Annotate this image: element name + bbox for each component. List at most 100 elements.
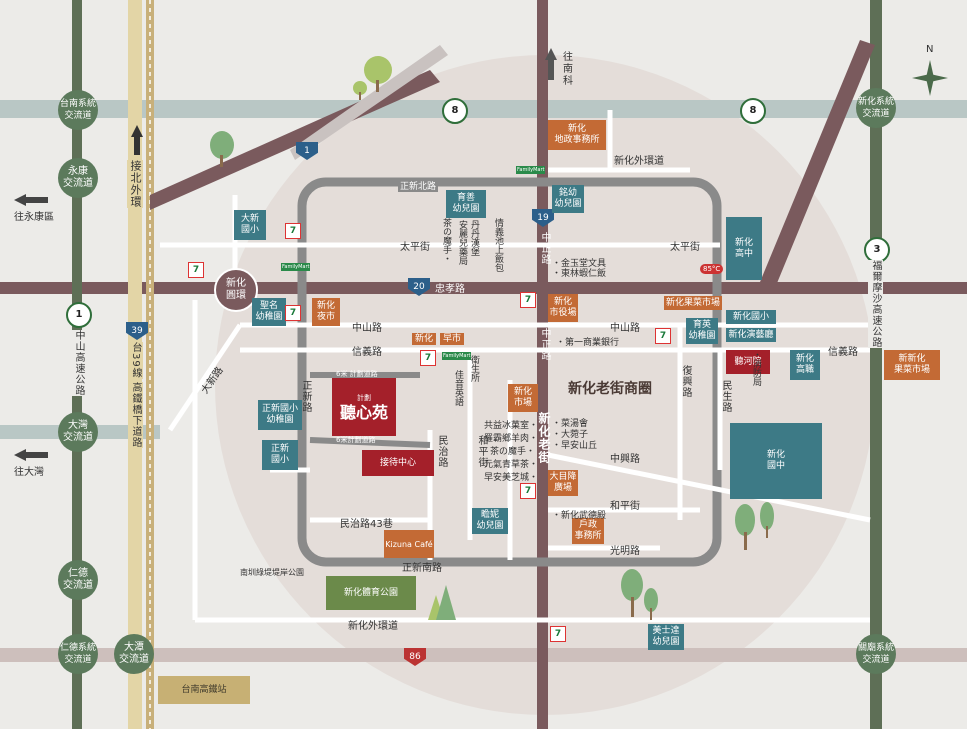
road-diagonal-ne — [760, 40, 875, 288]
xinhua-market-plaza: 新化果菜市場 — [664, 296, 722, 310]
road-zhongxing: 中興路 — [610, 454, 640, 465]
road-xinbei: 正新北路 — [398, 179, 439, 192]
xinhua-vocational: 新化 高職 — [790, 350, 820, 380]
xinhua-elementary: 新化國小 — [726, 310, 776, 324]
xinhua-hall: 新化演藝廳 — [726, 328, 776, 342]
poi-luoba: 羅霸鄉羊肉・ — [484, 434, 539, 444]
poi-jiayin: 佳音英語 — [453, 370, 463, 406]
road-diagonal-nw2 — [290, 45, 448, 160]
interchange-tainan-system: 台南系統 交流道 — [58, 90, 98, 130]
interchange-dawan: 大灣 交流道 — [58, 412, 98, 452]
road-taiping-w: 太平街 — [400, 242, 430, 253]
road-tai39: 台39線 — [128, 342, 143, 379]
road-zhengxin: 正新路 — [300, 380, 311, 413]
highway-39-shield: 39 — [126, 322, 148, 340]
interchange-rende-system: 仁德系統 交流道 — [58, 634, 98, 674]
convenience-store-icon: 7 — [550, 626, 566, 642]
xinhua-market: 新化 市場 — [508, 384, 538, 412]
road-fuxing: 復興路 — [680, 365, 691, 398]
mingyou-kindergarten: 銘幼 幼兒園 — [552, 185, 584, 213]
xinhua-tag: 新化 — [412, 333, 436, 345]
poi-zaoan: 早安美芝城・ — [484, 473, 539, 483]
road-zhongzheng: 中正路 — [539, 232, 550, 265]
poi-chamo: 茶の魔手・ — [490, 447, 536, 457]
road-taiping-e: 太平街 — [670, 242, 700, 253]
interchange-yongkang: 永康 交流道 — [58, 158, 98, 198]
xinhua-roundabout: 新化 圓環 — [214, 268, 258, 312]
minglu-kindergarten: 聖名 幼稚園 — [252, 298, 286, 326]
night-market: 新化 夜市 — [312, 298, 340, 326]
road-heping-h: 和平街 — [610, 501, 640, 512]
route-8-shield: 8 — [442, 98, 468, 124]
poi-daohuo: ・大菀子 — [552, 430, 589, 440]
meishi-kindergarten: 美士達 幼兒園 — [648, 624, 684, 650]
poi-85c: 85°C — [700, 264, 724, 274]
convenience-store-icon: 7 — [285, 305, 301, 321]
poi-donglinxia: ・東林蝦仁飯 — [552, 269, 607, 279]
tree-icon — [210, 56, 774, 620]
reception-center: 接待中心 — [362, 450, 434, 476]
poi-firstbank: ・第一商業銀行 — [556, 338, 620, 348]
road-elevated: 高鐵橋下道路 — [128, 382, 143, 448]
to-nanke-label: 往 南 科 — [563, 52, 573, 87]
new-fruit-market: 新新化 果菜市場 — [884, 350, 940, 380]
interchange-rende: 仁德 交流道 — [58, 560, 98, 600]
interchange-datan: 大潭 交流道 — [114, 634, 154, 674]
road-zhongshan-fwy: 中山高速公路 — [71, 330, 86, 396]
project-tag: 計劃 — [357, 393, 371, 402]
project-name: 聽心苑 — [339, 402, 388, 422]
to-yongkang-label: 往永康區 — [14, 212, 54, 223]
arrow-up-icon — [131, 125, 143, 155]
yupei-kindergarten: 育善 幼兒園 — [446, 190, 486, 218]
road-old-street: 新化老街 — [537, 412, 551, 464]
kizuna-cafe: Kizuna Café — [384, 530, 434, 558]
daxin-elementary: 大新 國小 — [234, 210, 266, 240]
poi-familymart-3: FamilyMart — [442, 352, 472, 360]
arrow-up-icon — [545, 48, 557, 80]
road-xinyi-e: 信義路 — [828, 347, 858, 358]
convenience-store-icon: 7 — [655, 328, 671, 344]
convenience-store-icon: 7 — [188, 262, 204, 278]
road-zhongshan-e: 中山路 — [610, 323, 640, 334]
road-north-outer: 接北外環 — [127, 160, 143, 208]
road-minzhi: 民治路 — [436, 435, 447, 468]
household-office: 戶政 事務所 — [572, 518, 604, 544]
north-label: N — [926, 44, 934, 55]
poi-wude: ・新化武德殿 — [552, 511, 607, 521]
route-8-shield: 8 — [740, 98, 766, 124]
route-1-shield: 1 — [66, 302, 92, 328]
zhenzhen-kindergarten: 瞻妮 幼兒園 — [472, 508, 508, 534]
project-building: 計劃 聽心苑 — [332, 378, 396, 436]
poi-chasu: 茶の魔手・ — [441, 218, 451, 263]
road-zhengxin-ring — [297, 177, 722, 567]
zaoshi-tag: 早市 — [440, 333, 464, 345]
road-guangming: 光明路 — [610, 546, 640, 557]
xinhua-high: 新化 高中 — [726, 217, 762, 280]
road-h-mid — [0, 282, 967, 294]
arrow-left-icon — [14, 449, 48, 461]
road-xinnan: 正新南路 — [402, 563, 442, 574]
interchange-guanmiao-system: 關廟系統 交流道 — [856, 634, 896, 674]
yuying-kindergarten: 育英 幼稚園 — [686, 318, 718, 344]
old-street-area-label: 新化老街商圈 — [568, 381, 652, 397]
poi-zaoan2: ・早安山丘 — [552, 441, 598, 451]
road-6m-1: 6米 計劃道路 — [336, 370, 378, 378]
road-xinyi-w: 信義路 — [352, 347, 382, 358]
poi-gongyi: 共益冰菓室・ — [484, 421, 539, 431]
highway-86-shield: 86 — [404, 648, 426, 666]
road-fuer-fwy: 福爾摩沙高速公路 — [868, 260, 883, 348]
poi-yuanqi: 元氣青草茶・ — [484, 460, 539, 470]
convenience-store-icon: 7 — [420, 350, 436, 366]
road-zhongxiao: 忠孝路 — [435, 284, 465, 295]
interchange-xinhua-system: 新化系統 交流道 — [856, 88, 896, 128]
road-v-right — [870, 0, 882, 729]
convenience-store-icon: 7 — [285, 223, 301, 239]
zhengxin-elementary: 正新 國小 — [262, 440, 298, 470]
arrow-left-icon — [14, 194, 48, 206]
road-h-top — [0, 100, 967, 118]
poi-danjie: 丹丹漢堡 — [469, 220, 479, 256]
poi-weisheng: 衛生所 — [469, 355, 479, 382]
xinhua-town-office: 新化 市役場 — [548, 294, 578, 322]
convenience-store-icon: 7 — [520, 292, 536, 308]
